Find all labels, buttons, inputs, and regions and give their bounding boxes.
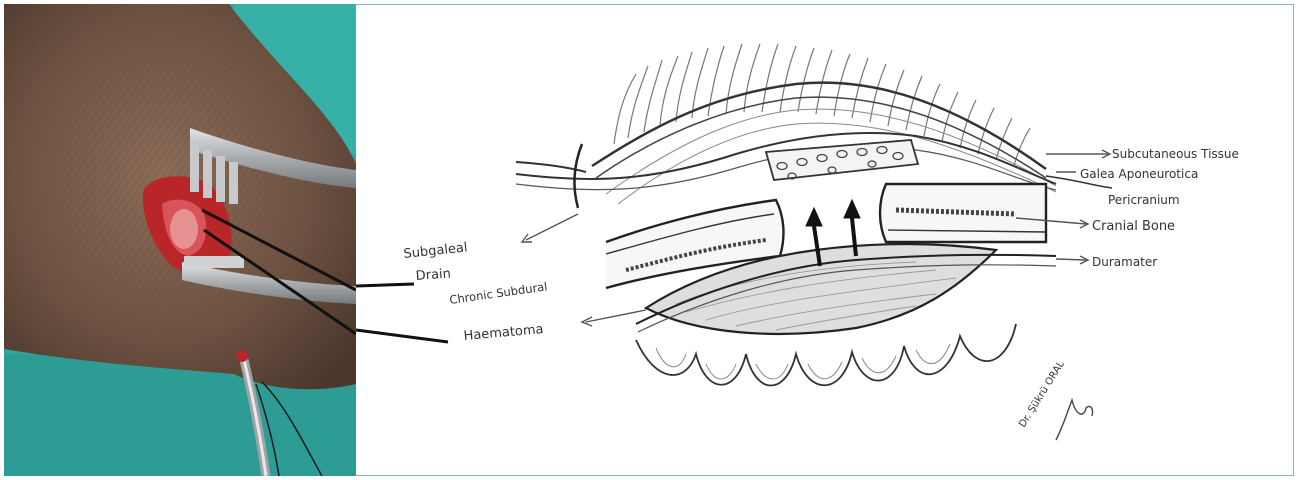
label-subgaleal-drain-line1: Subgaleal bbox=[403, 240, 468, 262]
label-galea-aponeurotica: Galea Aponeurotica bbox=[1080, 167, 1198, 181]
brain-gyri bbox=[636, 324, 1016, 386]
label-subcutaneous-tissue: Subcutaneous Tissue bbox=[1112, 147, 1239, 161]
label-cranial-bone: Cranial Bone bbox=[1092, 219, 1175, 234]
surgical-photo bbox=[4, 4, 356, 476]
label-haematoma-line1: Chronic Subdural bbox=[448, 279, 548, 307]
signature-text: Dr. Şükrü ORAL bbox=[1017, 359, 1067, 430]
signature-scribble bbox=[1056, 400, 1093, 440]
drain-sketch bbox=[766, 140, 918, 180]
label-duramater: Duramater bbox=[1092, 255, 1157, 269]
cranial-bone-right bbox=[880, 184, 1046, 242]
label-pericranium: Pericranium bbox=[1108, 193, 1180, 207]
label-haematoma-line2: Haematoma bbox=[463, 322, 544, 344]
label-subgaleal-drain-line2: Drain bbox=[415, 267, 451, 284]
anatomical-sketch: Subgaleal Drain Chronic Subdural Haemato… bbox=[356, 4, 1294, 476]
